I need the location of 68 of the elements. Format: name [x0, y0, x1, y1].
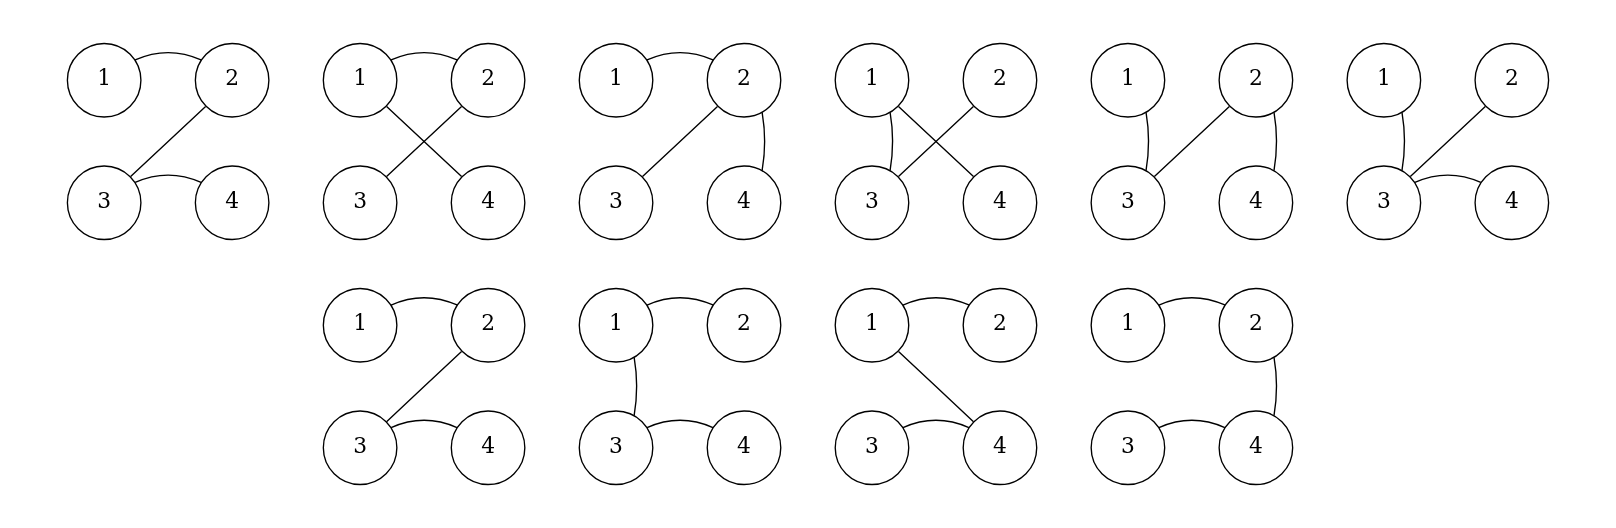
connector [889, 111, 894, 172]
node-circle: 2 [706, 42, 782, 118]
node-circle: 4 [1218, 165, 1294, 241]
connector [1158, 297, 1226, 306]
connector [134, 174, 202, 184]
connector [1409, 105, 1486, 178]
node-circle: 2 [194, 42, 270, 118]
node-circle: 1 [322, 42, 398, 118]
node-circle: 1 [66, 42, 142, 118]
node-circle: 3 [322, 410, 398, 486]
node-circle: 4 [1474, 165, 1550, 241]
node-circle: 2 [1474, 42, 1550, 118]
node-circle: 3 [834, 410, 910, 486]
node-circle: 1 [578, 287, 654, 363]
node-circle: 1 [322, 287, 398, 363]
connector [1158, 419, 1226, 429]
connector [1414, 174, 1482, 184]
node-circle: 3 [578, 410, 654, 486]
node-circle: 2 [962, 42, 1038, 118]
connector [129, 105, 207, 178]
node-circle: 4 [962, 410, 1038, 486]
connector [1145, 111, 1150, 172]
connector [902, 419, 970, 429]
connector [1401, 111, 1405, 172]
node-circle: 3 [322, 165, 398, 241]
node-circle: 2 [450, 42, 526, 118]
node-circle: 3 [1090, 410, 1166, 486]
node-circle: 3 [1346, 165, 1422, 241]
node-circle: 4 [450, 410, 526, 486]
node-circle: 1 [1090, 42, 1166, 118]
node-circle: 4 [194, 165, 270, 241]
connector [385, 105, 463, 178]
node-circle: 2 [1218, 42, 1294, 118]
node-circle: 1 [834, 42, 910, 118]
node-circle: 4 [450, 165, 526, 241]
node-circle: 1 [834, 287, 910, 363]
connector [641, 105, 719, 178]
node-circle: 2 [962, 287, 1038, 363]
connector [646, 51, 714, 61]
node-circle: 4 [706, 410, 782, 486]
connector [1273, 356, 1277, 417]
node-circle: 3 [66, 165, 142, 241]
connector [1153, 105, 1231, 178]
node-circle: 3 [578, 165, 654, 241]
connector [897, 105, 975, 178]
node-circle: 4 [706, 165, 782, 241]
connector [390, 419, 458, 429]
node-circle: 2 [1218, 287, 1294, 363]
node-circle: 1 [1090, 287, 1166, 363]
connector [761, 111, 766, 172]
node-circle: 1 [578, 42, 654, 118]
connector [897, 350, 975, 423]
connector [1273, 111, 1277, 172]
node-circle: 4 [1218, 410, 1294, 486]
node-circle: 1 [1346, 42, 1422, 118]
connector [390, 51, 458, 61]
connector [134, 51, 202, 61]
connector [390, 297, 458, 306]
connector [646, 297, 714, 306]
node-circle: 3 [834, 165, 910, 241]
connector [385, 350, 463, 423]
connector [633, 356, 638, 417]
connector [646, 419, 714, 429]
node-circle: 4 [962, 165, 1038, 241]
node-circle: 2 [450, 287, 526, 363]
node-circle: 3 [1090, 165, 1166, 241]
connector [902, 297, 970, 306]
node-circle: 2 [706, 287, 782, 363]
